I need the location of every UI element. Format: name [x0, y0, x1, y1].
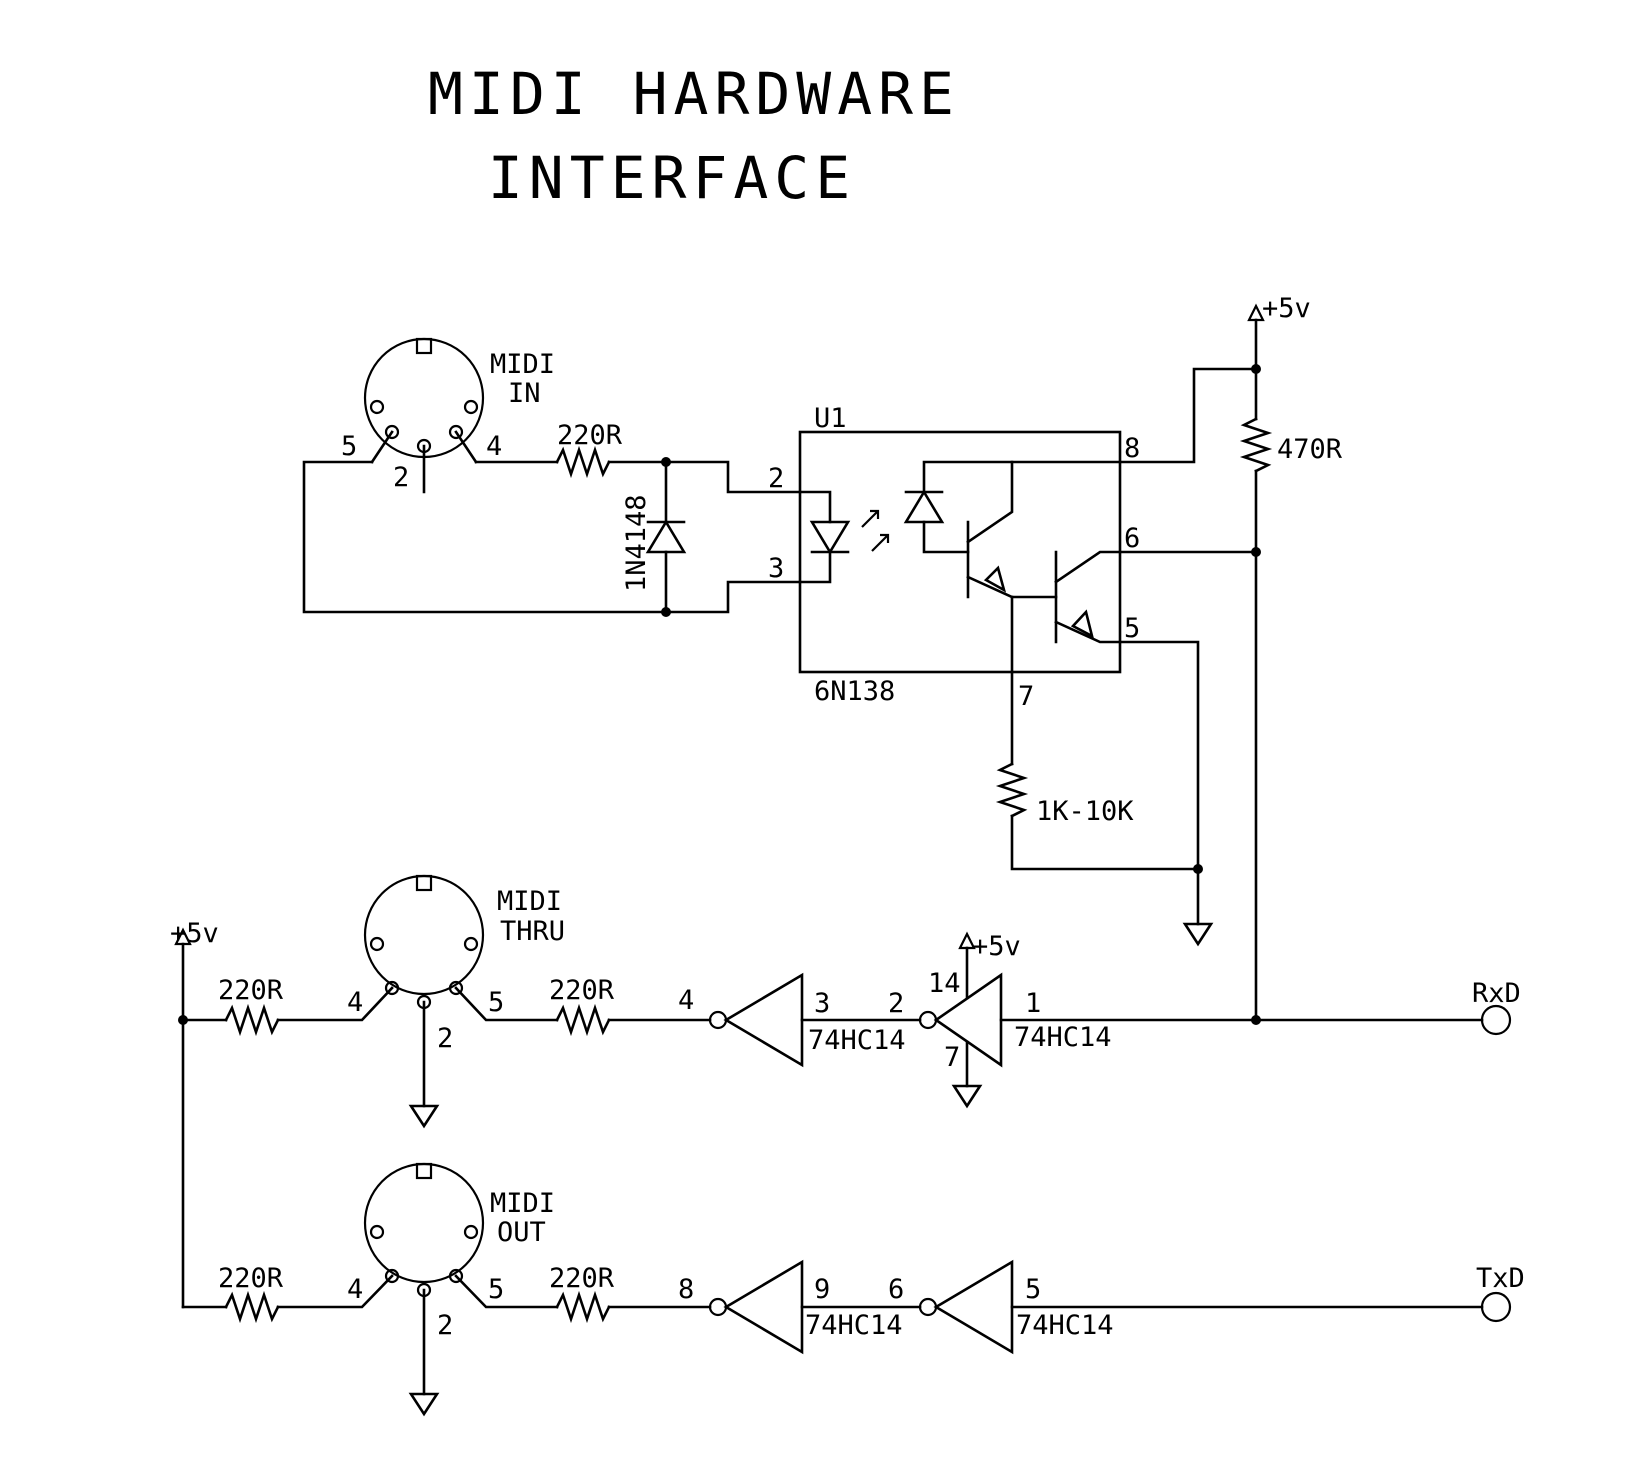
rxd-label: RxD — [1472, 978, 1521, 1009]
midi-thru-label-1: MIDI — [497, 886, 562, 917]
out-inv-b-out-pin: 6 — [888, 1274, 904, 1305]
thru-inv-b-in-pin: 1 — [1025, 988, 1041, 1019]
txd-label: TxD — [1476, 1263, 1525, 1294]
r-out-supply-label: 220R — [218, 1263, 284, 1294]
midi-in-wiring — [302, 445, 802, 617]
midi-thru-connector — [363, 874, 485, 1010]
thru-inv-b-gnd-pin: 7 — [944, 1042, 960, 1073]
out-inv-b-part: 74HC14 — [1016, 1310, 1114, 1341]
out-inv-b-in-pin: 5 — [1025, 1274, 1041, 1305]
r-in-label: 220R — [557, 420, 623, 451]
midi-out-pin-5: 5 — [488, 1274, 504, 1305]
midi-out-wiring — [181, 1259, 1512, 1417]
optocoupler-u1 — [798, 430, 1122, 674]
vcc-label-top: +5v — [1262, 293, 1311, 324]
opto-pin-8: 8 — [1124, 433, 1140, 464]
out-inv-a-part: 74HC14 — [805, 1310, 903, 1341]
midi-out-pin-2: 2 — [437, 1310, 453, 1341]
midi-in-pin-5: 5 — [341, 431, 357, 462]
thru-inv-a-part: 74HC14 — [808, 1025, 906, 1056]
midi-out-pin-4: 4 — [347, 1274, 363, 1305]
midi-thru-pin-2: 2 — [437, 1023, 453, 1054]
midi-out-label-2: OUT — [497, 1217, 546, 1248]
opto-output-wiring — [995, 303, 1273, 1022]
r-thru-signal-label: 220R — [549, 975, 615, 1006]
vcc-label-inverter: +5v — [972, 931, 1021, 962]
opto-pin-6: 6 — [1124, 523, 1140, 554]
thru-inv-b-out-pin: 2 — [888, 988, 904, 1019]
title-line-2: INTERFACE — [488, 144, 856, 212]
opto-part-label: 6N138 — [814, 676, 895, 707]
out-inv-a-out-pin: 8 — [678, 1274, 694, 1305]
diode-label: 1N4148 — [621, 494, 652, 592]
midi-thru-pin-4: 4 — [347, 987, 363, 1018]
opto-pin-7: 7 — [1018, 681, 1034, 712]
opto-pin-3: 3 — [768, 553, 784, 584]
midi-in-pin-4: 4 — [486, 431, 502, 462]
thru-inv-b-part: 74HC14 — [1014, 1022, 1112, 1053]
midi-in-label-2: IN — [508, 378, 541, 409]
thru-inv-b-vcc-pin: 14 — [928, 968, 961, 999]
midi-thru-wiring — [174, 927, 1512, 1309]
opto-ref-label: U1 — [814, 403, 847, 434]
midi-out-connector — [363, 1162, 485, 1298]
midi-thru-pin-5: 5 — [488, 987, 504, 1018]
midi-in-connector — [363, 337, 485, 459]
r-base-label: 1K-10K — [1036, 796, 1134, 827]
midi-in-pin-2: 2 — [393, 462, 409, 493]
thru-inv-a-in-pin: 3 — [814, 988, 830, 1019]
r-out-signal-label: 220R — [549, 1263, 615, 1294]
thru-inv-a-out-pin: 4 — [678, 985, 694, 1016]
r-thru-supply-label: 220R — [218, 975, 284, 1006]
vcc-label-left: +5v — [170, 918, 219, 949]
opto-pin-2: 2 — [768, 463, 784, 494]
opto-pin-5: 5 — [1124, 613, 1140, 644]
out-inv-a-in-pin: 9 — [814, 1274, 830, 1305]
midi-in-label-1: MIDI — [490, 349, 555, 380]
midi-thru-label-2: THRU — [500, 916, 565, 947]
midi-out-label-1: MIDI — [490, 1188, 555, 1219]
r-pullup-label: 470R — [1277, 434, 1343, 465]
title-line-1: MIDI HARDWARE — [428, 60, 960, 128]
